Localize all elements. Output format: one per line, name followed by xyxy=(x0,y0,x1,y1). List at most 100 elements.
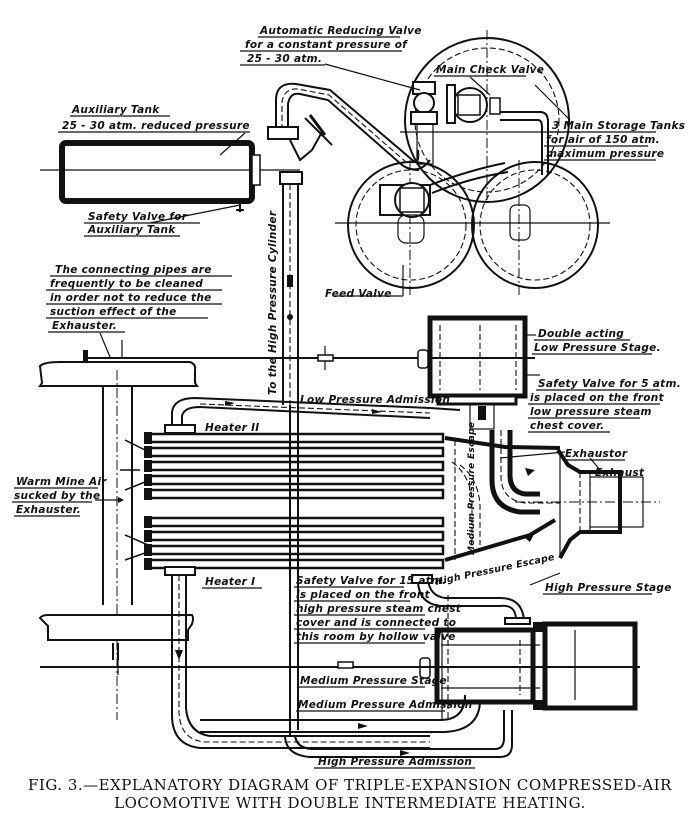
heater-tube xyxy=(146,544,445,556)
label-text: Medium Pressure Admission xyxy=(298,699,473,711)
label-text: Auxiliary Tank xyxy=(71,104,160,116)
label-text: Exhauster. xyxy=(16,504,81,516)
label-text: Double acting xyxy=(538,328,624,340)
label-text: chest cover. xyxy=(530,420,604,432)
label-connecting-pipes-note: The connecting pipes are frequently to b… xyxy=(46,264,232,333)
aux-safety-valve xyxy=(236,201,244,212)
flywheel-bottom xyxy=(38,614,194,660)
label-text: Low Pressure Admission xyxy=(300,394,450,406)
label-text: 25 - 30 atm. xyxy=(247,53,322,65)
pipe-medium-pressure-escape xyxy=(451,461,481,545)
label-text: Warm Mine Air xyxy=(16,476,107,488)
label-text: for air of 150 atm. xyxy=(546,134,660,146)
label-text: sucked by the xyxy=(14,490,100,502)
low-pressure-stage xyxy=(427,315,528,430)
label-exhaust: Exhaust xyxy=(595,467,645,479)
label-text: Safety Valve for 5 atm. xyxy=(538,378,681,390)
label-text: is placed on the front xyxy=(530,392,665,404)
label-text: Medium Pressure Stage xyxy=(300,675,447,687)
label-feed-valve: Feed Valve xyxy=(325,288,392,300)
tube-flange xyxy=(144,432,152,444)
heater-tube xyxy=(146,460,445,472)
label-text: maximum pressure xyxy=(546,148,664,160)
label-lp-safety-valve: Safety Valve for 5 atm. is placed on the… xyxy=(528,378,681,433)
label-text: Exhaustor xyxy=(565,448,628,460)
label-medium-pressure-escape: Medium Pressure Escape xyxy=(467,422,477,555)
warm-mine-air-arrows xyxy=(95,439,149,561)
label-text: 3 Main Storage Tanks xyxy=(552,120,685,132)
label-warm-mine-air: Warm Mine Air sucked by the Exhauster. xyxy=(12,476,107,517)
label-text: Feed Valve xyxy=(325,288,392,300)
heater-tubes xyxy=(144,432,445,570)
label-text: for a constant pressure of xyxy=(245,39,408,51)
label-medium-pressure-admission: Medium Pressure Admission xyxy=(296,699,473,712)
crank-shaft xyxy=(83,346,535,370)
heater-1 xyxy=(164,566,196,576)
automatic-reducing-valve xyxy=(410,81,438,165)
label-text: frequently to be cleaned xyxy=(50,278,203,290)
label-low-pressure-stage: Double acting Low Pressure Stage. xyxy=(532,328,661,355)
heater-tube xyxy=(146,530,445,542)
pipe-high-pressure-escape xyxy=(411,574,531,625)
label-text: low pressure steam xyxy=(530,406,652,418)
label-heater-1: Heater I xyxy=(202,576,262,589)
label-medium-pressure-stage: Medium Pressure Stage xyxy=(298,675,447,688)
tube-flange xyxy=(144,474,152,486)
label-text: in order not to reduce the xyxy=(50,292,212,304)
label-storage-tanks: 3 Main Storage Tanks for air of 150 atm.… xyxy=(544,120,685,161)
label-exhaustor: Exhaustor xyxy=(563,448,628,461)
label-text: high pressure steam chest xyxy=(296,603,462,615)
label-reducing-valve: Automatic Reducing Valve for a constant … xyxy=(240,25,422,66)
label-text: Heater II xyxy=(205,422,259,434)
label-heater-2: Heater II xyxy=(203,422,259,435)
pipe-reducing-to-aux xyxy=(275,82,431,171)
storage-tank-right xyxy=(471,161,599,289)
air-flow-arrows xyxy=(525,468,535,542)
label-text: Exhauster. xyxy=(52,320,117,332)
label-text: The connecting pipes are xyxy=(55,264,212,276)
label-high-pressure-stage: High Pressure Stage xyxy=(543,582,672,595)
label-text: Main Check Valve xyxy=(436,64,544,76)
label-text: To the High Pressure Cylinder xyxy=(267,210,279,395)
label-auxiliary-tank: Auxiliary Tank 25 - 30 atm. reduced pres… xyxy=(58,104,250,133)
auxiliary-tank xyxy=(40,140,300,204)
label-aux-safety-valve: Safety Valve for Auxiliary Tank xyxy=(84,211,200,237)
label-low-pressure-admission: Low Pressure Admission xyxy=(300,394,450,406)
pipe-heater-1-down xyxy=(171,575,430,749)
main-storage-tanks xyxy=(335,30,610,295)
label-text: Exhaust xyxy=(595,467,645,479)
label-text: this room by hollow valve xyxy=(296,631,456,643)
tube-flange xyxy=(144,544,152,556)
label-text: High Pressure Admission xyxy=(318,756,472,768)
label-text: High Pressure Stage xyxy=(545,582,672,594)
exhaust-outlet xyxy=(515,476,660,528)
tube-flange xyxy=(144,446,152,458)
tube-flange xyxy=(144,516,152,528)
pipe-high-pressure-admission xyxy=(284,710,513,758)
label-hp-safety-valve: Safety Valve for 15 atm. is placed on th… xyxy=(294,575,462,644)
label-text: Safety Valve for 15 atm. xyxy=(296,575,447,587)
label-text: is placed on the front xyxy=(296,589,431,601)
heater-tube xyxy=(146,488,445,500)
caption-line-1: FIG. 3.—EXPLANATORY DIAGRAM OF TRIPLE-EX… xyxy=(28,776,672,794)
pipe-low-pressure-admission xyxy=(171,396,461,425)
label-text: Safety Valve for xyxy=(88,211,188,223)
heater-tube xyxy=(146,516,445,528)
label-text: 25 - 30 atm. reduced pressure xyxy=(62,120,250,132)
label-text: Automatic Reducing Valve xyxy=(259,25,422,37)
tube-flange xyxy=(144,488,152,500)
heater-tube xyxy=(146,446,445,458)
figure-caption: FIG. 3.—EXPLANATORY DIAGRAM OF TRIPLE-EX… xyxy=(28,776,672,812)
label-text: cover and is connected to xyxy=(296,617,456,629)
leader-lines xyxy=(99,63,601,586)
tube-flange xyxy=(144,460,152,472)
heater-tube xyxy=(146,474,445,486)
label-hp-cylinder-pipe: To the High Pressure Cylinder xyxy=(267,210,279,395)
pipe-to-high-pressure-cylinder xyxy=(282,184,299,405)
label-text: Auxiliary Tank xyxy=(87,224,176,236)
heater-2 xyxy=(164,424,196,434)
heater-tube xyxy=(146,432,445,444)
pipe-medium-pressure-admission xyxy=(200,405,481,735)
